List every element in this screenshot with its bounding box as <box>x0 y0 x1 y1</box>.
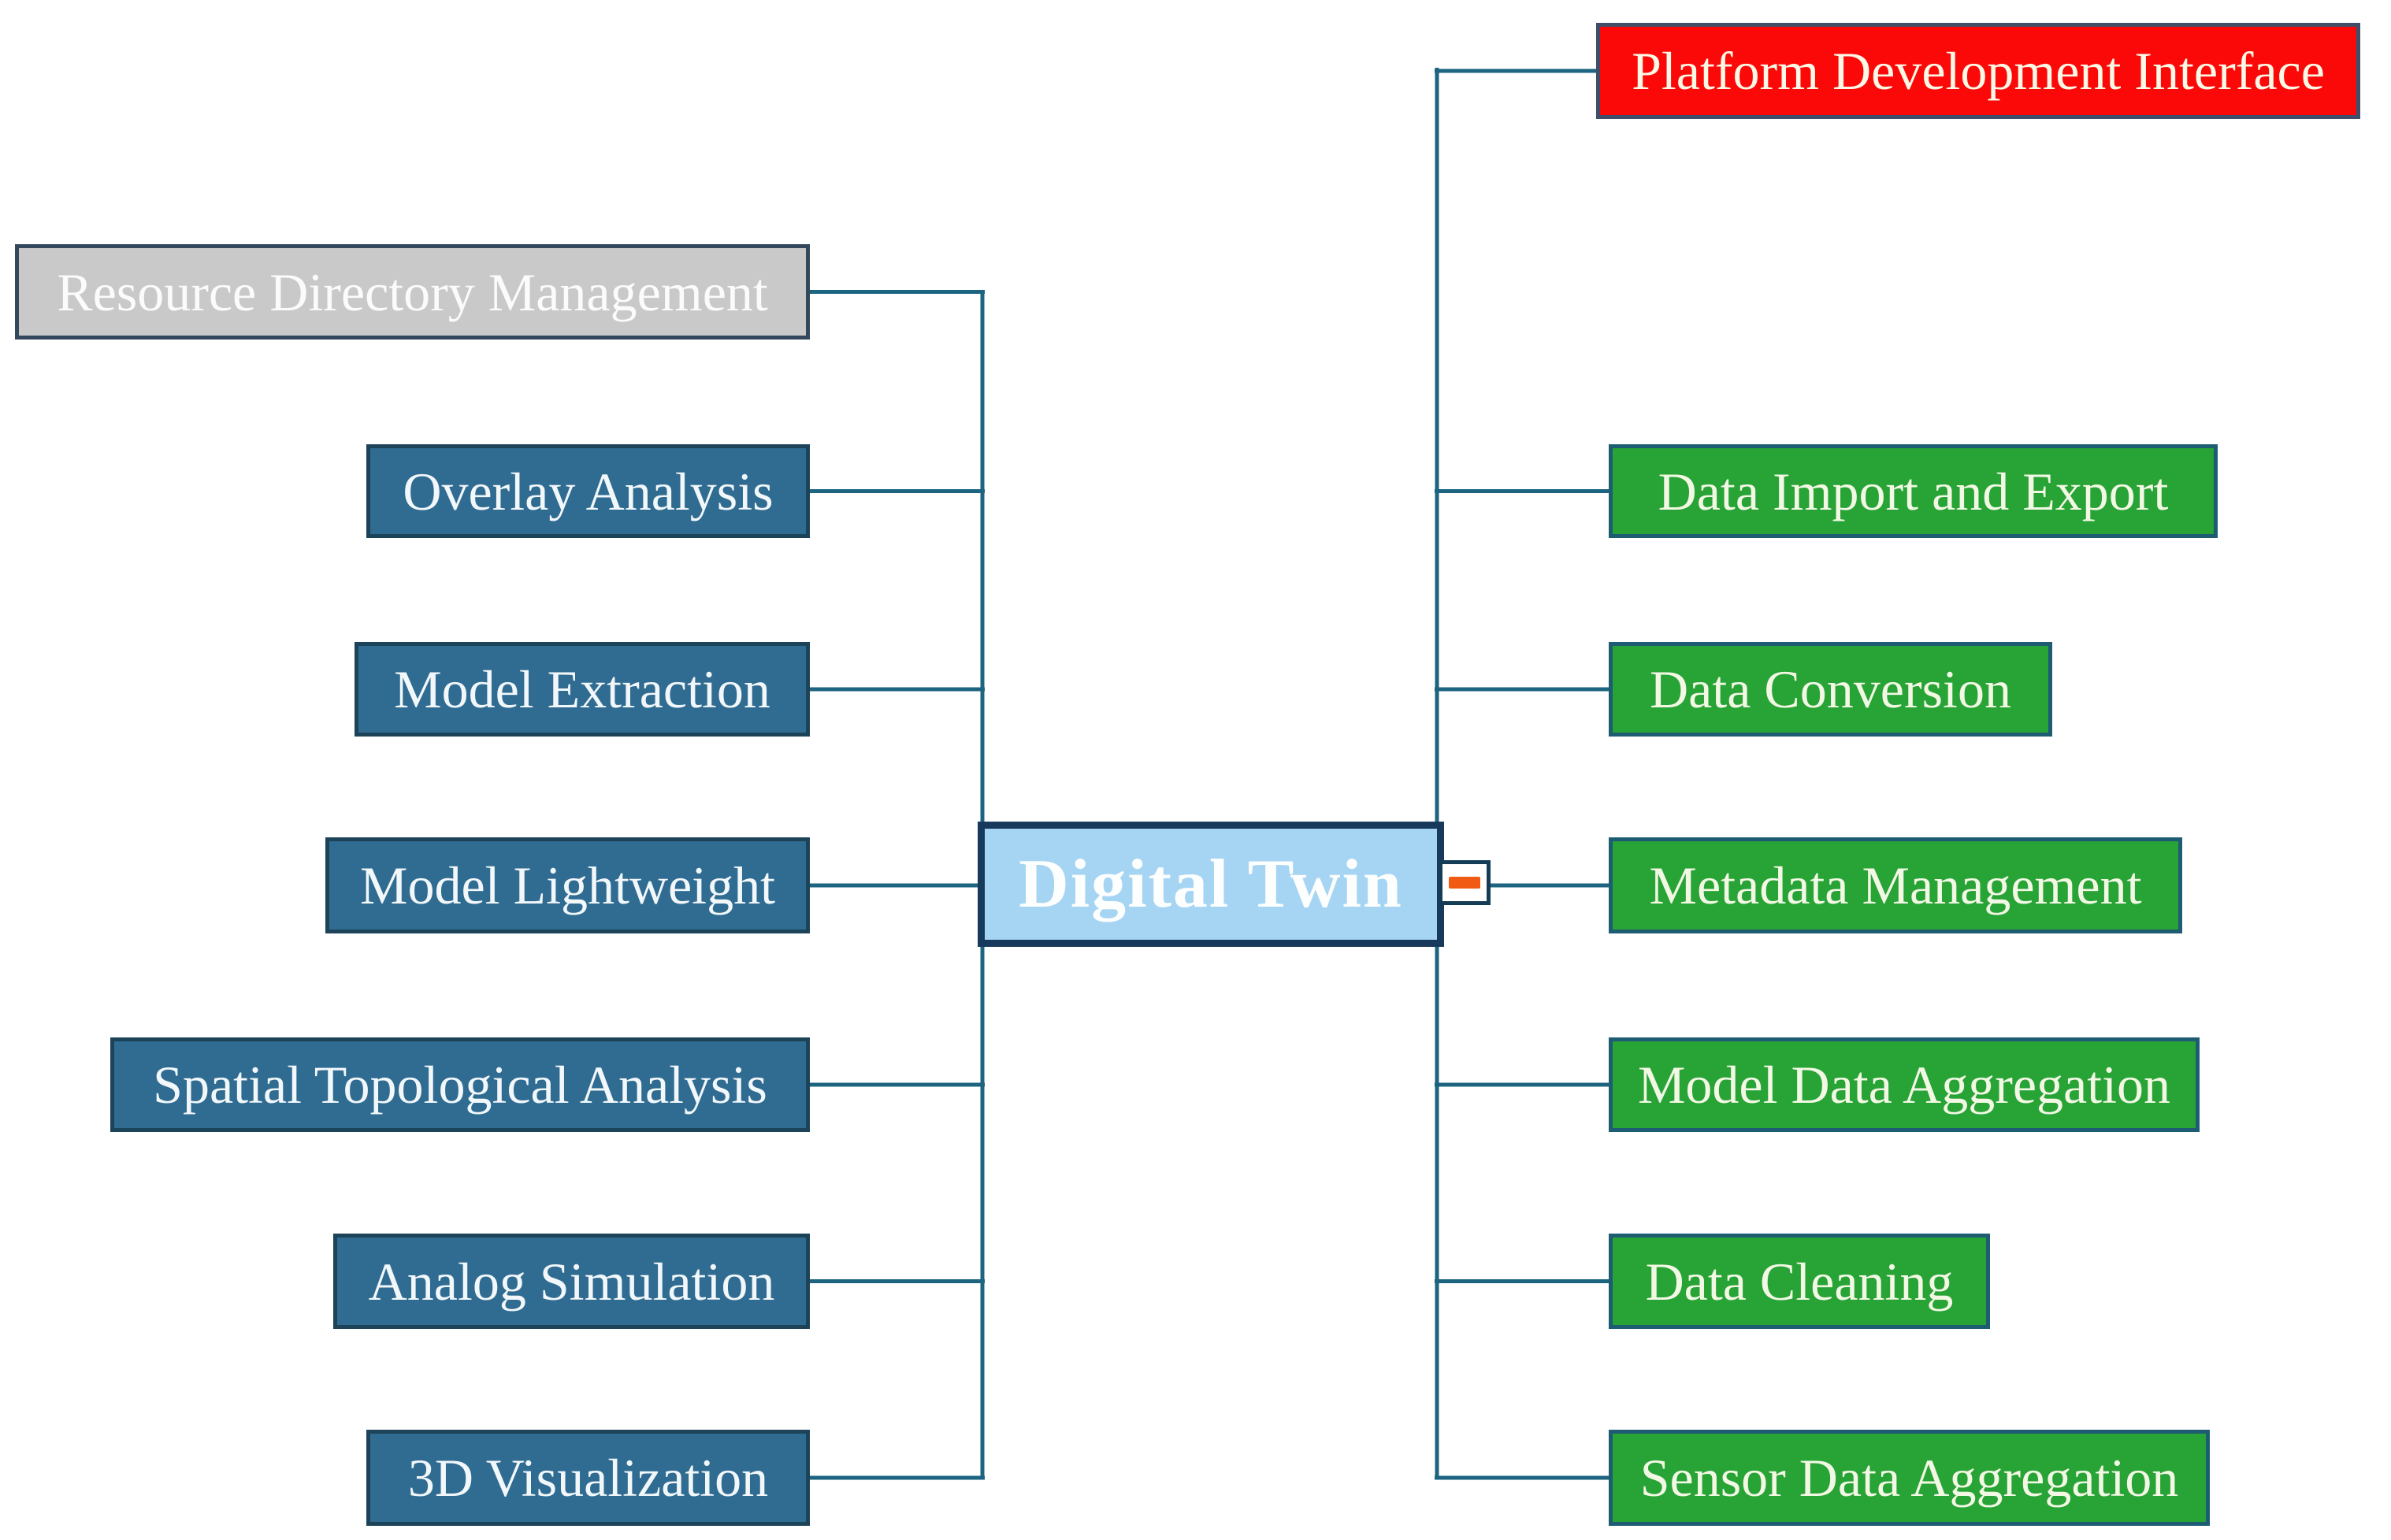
root-node-digital-twin[interactable]: Digital Twin <box>978 822 1444 947</box>
node-spatial-topological-analysis[interactable]: Spatial Topological Analysis <box>110 1037 810 1132</box>
node-overlay-analysis[interactable]: Overlay Analysis <box>366 444 810 538</box>
minus-icon <box>1449 877 1480 889</box>
node-resource-directory-management[interactable]: Resource Directory Management <box>15 244 810 340</box>
branch-node-label: Data Cleaning <box>1645 1251 1954 1312</box>
root-node-label: Digital Twin <box>1019 845 1403 922</box>
collapse-button[interactable] <box>1439 860 1491 905</box>
node-data-cleaning[interactable]: Data Cleaning <box>1609 1234 1990 1329</box>
branch-node-label: Model Data Aggregation <box>1637 1055 2171 1115</box>
node-platform-development-interface[interactable]: Platform Development Interface <box>1596 23 2360 119</box>
branch-node-label: Overlay Analysis <box>403 461 774 521</box>
node-data-conversion[interactable]: Data Conversion <box>1609 642 2052 737</box>
branch-node-label: Spatial Topological Analysis <box>153 1055 767 1115</box>
branch-node-label: Model Lightweight <box>360 855 775 915</box>
node-model-data-aggregation[interactable]: Model Data Aggregation <box>1609 1037 2200 1132</box>
branch-node-label: Analog Simulation <box>368 1251 775 1312</box>
node-sensor-data-aggregation[interactable]: Sensor Data Aggregation <box>1609 1430 2210 1526</box>
node-model-lightweight[interactable]: Model Lightweight <box>325 837 810 933</box>
node-data-import-and-export[interactable]: Data Import and Export <box>1609 444 2218 538</box>
node-model-extraction[interactable]: Model Extraction <box>355 642 810 737</box>
branch-node-label: Platform Development Interface <box>1632 41 2325 101</box>
branch-node-label: Data Conversion <box>1650 659 2011 719</box>
node-analog-simulation[interactable]: Analog Simulation <box>333 1234 810 1329</box>
branch-node-label: Resource Directory Management <box>57 262 768 322</box>
node-3d-visualization[interactable]: 3D Visualization <box>366 1430 810 1526</box>
node-metadata-management[interactable]: Metadata Management <box>1609 837 2182 933</box>
branch-node-label: Metadata Management <box>1649 855 2142 915</box>
branch-node-label: Model Extraction <box>394 659 770 719</box>
branch-node-label: 3D Visualization <box>407 1448 769 1508</box>
branch-node-label: Data Import and Export <box>1658 461 2169 521</box>
branch-node-label: Sensor Data Aggregation <box>1639 1448 2179 1508</box>
